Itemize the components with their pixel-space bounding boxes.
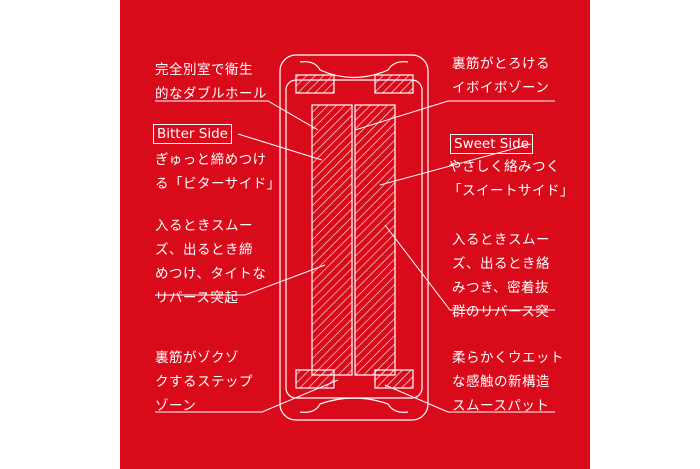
right-channel [354,104,396,376]
ibo-zone-text: 裏筋がとろけるイボイボゾーン [452,56,550,96]
leader-lines [155,100,555,413]
bottom-left-cap [295,369,335,389]
step-zone-text: 裏筋がゾクゾクするステップゾーン [155,350,253,414]
sweet-side-description: やさしく絡みつく「スイートサイド」 [448,159,574,199]
sweet-side-label: Sweet Side [450,134,534,154]
right-reverse-bumps-text: 入るときスムーズ、出るとき絡みつき、密着抜群のリバース突 [452,232,550,320]
outer-case [279,54,429,421]
double-hole-text: 完全別室で衛生的なダブルホール [155,62,267,102]
top-right-cap [374,74,414,94]
left-channel [311,104,353,376]
top-left-cap [295,74,335,94]
bitter-side-description: ぎゅっと締めつける「ビターサイド」 [155,152,281,192]
inner-case [285,79,423,399]
bottom-right-cap [374,369,414,389]
left-reverse-bumps-text: 入るときスムーズ、出るとき締めつけ、タイトなリバース突起 [155,218,267,306]
smooth-pad-text: 柔らかくウエットな感触の新構造スムースパット [452,350,564,414]
bitter-side-label: Bitter Side [153,124,232,144]
